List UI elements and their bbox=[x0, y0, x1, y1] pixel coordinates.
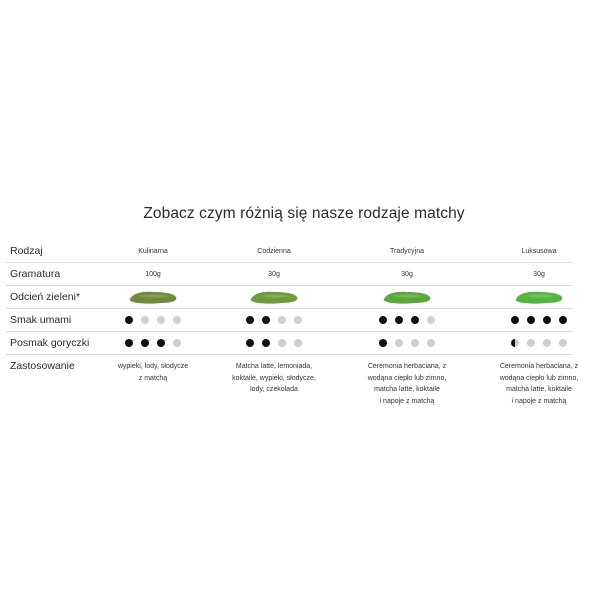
row-bitter: Posmak goryczki bbox=[6, 332, 572, 355]
powder-blob bbox=[383, 291, 431, 304]
umami-rating bbox=[474, 309, 604, 331]
rating-dot-filled bbox=[246, 339, 254, 347]
matcha-powder-swatch bbox=[250, 291, 298, 304]
rating-dot-empty bbox=[427, 339, 435, 347]
product-usage: Ceremonia herbaciana, z wodąna ciepło lu… bbox=[499, 363, 579, 405]
row-label-type: Rodzaj bbox=[10, 245, 43, 257]
rating-dot-filled bbox=[527, 316, 535, 324]
product-weight: 100g bbox=[145, 270, 161, 278]
rating-dot-empty bbox=[543, 339, 551, 347]
shade-cell bbox=[342, 286, 472, 308]
powder-highlight bbox=[139, 294, 169, 298]
product-name: Tradycyjna bbox=[390, 247, 424, 255]
shade-cell bbox=[88, 286, 218, 308]
product-weight: 30g bbox=[533, 270, 545, 278]
powder-blob bbox=[129, 291, 177, 304]
shade-cell bbox=[209, 286, 339, 308]
product-name: Luksusowa bbox=[521, 247, 557, 255]
rating-dot-filled bbox=[411, 316, 419, 324]
rating-dot-filled bbox=[157, 339, 165, 347]
row-weight: Gramatura 100g 30g 30g 30g bbox=[6, 263, 572, 286]
umami-rating bbox=[342, 309, 472, 331]
rating-dot-empty bbox=[173, 339, 181, 347]
rating-dot-empty bbox=[278, 339, 286, 347]
rating-dot-empty bbox=[559, 339, 567, 347]
rating-dot-empty bbox=[157, 316, 165, 324]
bitterness-rating bbox=[88, 332, 218, 354]
bitterness-rating bbox=[474, 332, 604, 354]
row-label-weight: Gramatura bbox=[10, 268, 61, 280]
rating-dot-filled bbox=[379, 316, 387, 324]
rating-dot-empty bbox=[395, 339, 403, 347]
powder-highlight bbox=[393, 294, 423, 298]
bitterness-rating bbox=[342, 332, 472, 354]
matcha-powder-swatch bbox=[129, 291, 177, 304]
rating-dot-filled bbox=[125, 339, 133, 347]
product-name: Kulinarna bbox=[138, 247, 168, 255]
matcha-powder-swatch bbox=[515, 291, 563, 304]
row-label-shade: Odcień zieleni* bbox=[10, 291, 81, 303]
rating-dot-empty bbox=[411, 339, 419, 347]
rating-dot-empty bbox=[427, 316, 435, 324]
page-title: Zobacz czym różnią się nasze rodzaje mat… bbox=[143, 205, 465, 222]
product-usage: wypieki, lody, słodycze z matchą bbox=[117, 363, 189, 382]
rating-dot-filled bbox=[511, 316, 519, 324]
product-weight: 30g bbox=[401, 270, 413, 278]
umami-rating bbox=[88, 309, 218, 331]
powder-blob bbox=[250, 291, 298, 304]
rating-dot-filled bbox=[262, 339, 270, 347]
powder-blob bbox=[515, 291, 563, 304]
rating-dot-half bbox=[511, 339, 519, 347]
powder-highlight bbox=[260, 294, 290, 298]
rating-dot-filled bbox=[246, 316, 254, 324]
rating-dot-filled bbox=[262, 316, 270, 324]
product-usage: Ceremonia herbaciana, z wodąna ciepło lu… bbox=[367, 363, 447, 405]
powder-highlight bbox=[525, 294, 555, 298]
comparison-table: Rodzaj Kulinarna Codzienna Tradycyjna Lu… bbox=[6, 240, 578, 415]
row-label-bitter: Posmak goryczki bbox=[10, 337, 90, 349]
row-label-usage: Zastosowanie bbox=[10, 360, 75, 372]
product-weight: 30g bbox=[268, 270, 280, 278]
row-usage: Zastosowanie wypieki, lody, słodycze z m… bbox=[6, 355, 578, 415]
row-umami: Smak umami bbox=[6, 309, 572, 332]
rating-dot-empty bbox=[527, 339, 535, 347]
row-label-umami: Smak umami bbox=[10, 314, 72, 326]
product-usage: Matcha latte, lemoniada, koktaile, wypie… bbox=[232, 363, 316, 393]
rating-dot-filled bbox=[141, 339, 149, 347]
shade-cell bbox=[474, 286, 604, 308]
matcha-powder-swatch bbox=[383, 291, 431, 304]
rating-dot-filled bbox=[395, 316, 403, 324]
rating-dot-empty bbox=[294, 316, 302, 324]
umami-rating bbox=[209, 309, 339, 331]
row-type: Rodzaj Kulinarna Codzienna Tradycyjna Lu… bbox=[6, 240, 572, 263]
bitterness-rating bbox=[209, 332, 339, 354]
rating-dot-empty bbox=[173, 316, 181, 324]
product-name: Codzienna bbox=[257, 247, 291, 255]
rating-dot-empty bbox=[278, 316, 286, 324]
rating-dot-filled bbox=[543, 316, 551, 324]
rating-dot-filled bbox=[559, 316, 567, 324]
rating-dot-filled bbox=[379, 339, 387, 347]
rating-dot-empty bbox=[294, 339, 302, 347]
rating-dot-empty bbox=[141, 316, 149, 324]
row-shade: Odcień zieleni* bbox=[6, 286, 572, 309]
rating-dot-filled bbox=[125, 316, 133, 324]
